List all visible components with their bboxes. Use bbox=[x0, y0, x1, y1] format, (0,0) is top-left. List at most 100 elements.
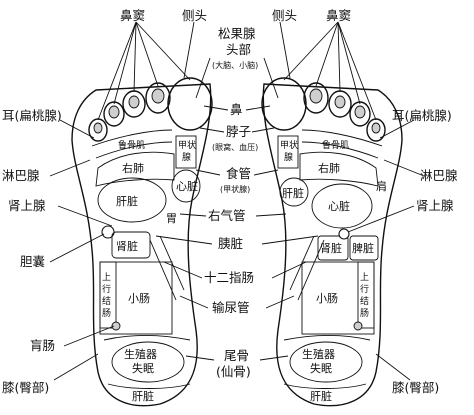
right-ascending-3: 结 bbox=[360, 295, 369, 307]
left-lunggu-label: 鲁骨肌 bbox=[118, 139, 145, 151]
left-ureter-line bbox=[149, 239, 177, 301]
right-insomnia-label: 失眠 bbox=[310, 362, 332, 375]
lead-shiguan bbox=[195, 169, 279, 176]
left-heart-area bbox=[171, 169, 201, 203]
spleen-area bbox=[349, 235, 379, 261]
label-songguoxian: 松果腺 bbox=[218, 26, 256, 41]
right-ureter-line-2 bbox=[289, 235, 315, 291]
left-eye-ear-strip bbox=[91, 129, 173, 147]
left-toe-2 bbox=[145, 82, 171, 114]
left-liver-area bbox=[97, 177, 167, 223]
right-lung-area bbox=[299, 151, 379, 187]
left-heel-reproductive bbox=[111, 341, 185, 383]
left-toe-4-tip bbox=[108, 105, 120, 119]
label-bidou-right: 鼻窦 bbox=[326, 8, 351, 23]
lead-bi bbox=[203, 105, 271, 111]
label-youqiguan: 右气管 bbox=[208, 208, 246, 223]
left-ureter-line-2 bbox=[159, 235, 185, 291]
left-liver-label: 肝脏 bbox=[116, 195, 138, 208]
lead-xi-right bbox=[375, 353, 411, 381]
right-kidney-area bbox=[317, 235, 349, 261]
right-lung-label: 右肺 bbox=[318, 161, 340, 175]
lead-cetou-right bbox=[279, 21, 291, 79]
label-weigu: 尾骨 bbox=[224, 348, 249, 363]
right-foot-outline bbox=[262, 83, 403, 407]
lead-yizang bbox=[155, 235, 319, 245]
left-foot-outline bbox=[71, 83, 212, 407]
right-ascending-1: 上 bbox=[360, 272, 369, 283]
label-bi: 鼻 bbox=[230, 102, 243, 117]
right-thyroid-area bbox=[277, 135, 299, 169]
right-eye-ear-strip bbox=[301, 129, 383, 147]
left-appendix-dot bbox=[111, 321, 121, 331]
right-heart-area bbox=[311, 183, 373, 229]
label-xi-left: 膝(臀部) bbox=[2, 380, 49, 395]
right-small-intestine-label: 小肠 bbox=[316, 292, 338, 305]
left-lung-area bbox=[95, 151, 175, 187]
left-ascending-1: 上 bbox=[102, 272, 111, 283]
left-heel-bottom-line bbox=[107, 383, 191, 389]
lead-linba-left bbox=[49, 159, 91, 177]
label-er-left: 耳(扁桃腺) bbox=[2, 108, 62, 123]
right-liver-area bbox=[279, 177, 309, 207]
label-danao: (大脑、小脑) bbox=[212, 60, 258, 70]
right-heel-bottom-line bbox=[283, 383, 367, 389]
shoulder-label: 肩 bbox=[376, 179, 387, 193]
left-kidney-area bbox=[111, 231, 151, 259]
lead-er-right bbox=[379, 119, 415, 139]
label-shierzhichang: 十二指肠 bbox=[204, 270, 254, 285]
right-heel-liver-label: 肝脏 bbox=[310, 390, 332, 403]
right-adrenal-dot bbox=[338, 228, 350, 240]
label-shiguan: 食管 bbox=[226, 166, 251, 181]
lead-bidou-left bbox=[97, 21, 191, 121]
label-linba-right: 淋巴腺 bbox=[420, 168, 458, 183]
label-yizang: 胰脏 bbox=[218, 236, 243, 251]
left-toe-4 bbox=[103, 101, 125, 127]
left-thyroid-area bbox=[175, 135, 197, 169]
right-toe-4 bbox=[349, 101, 371, 127]
right-ureter-line bbox=[297, 239, 325, 301]
left-ascending-4: 肠 bbox=[102, 308, 111, 319]
right-toe-2-tip bbox=[309, 88, 323, 104]
label-shuniaoguan: 输尿管 bbox=[212, 300, 250, 315]
label-xiangu: (仙骨) bbox=[216, 364, 251, 379]
right-toe-4-tip bbox=[354, 105, 366, 119]
spleen-label: 脾脏 bbox=[352, 241, 374, 255]
label-linba-left: 淋巴腺 bbox=[2, 168, 40, 183]
outer-labels: 鼻窦 侧头 松果腺 头部 (大脑、小脑) 侧头 鼻窦 耳(扁桃腺) 耳(扁桃腺)… bbox=[2, 8, 458, 395]
left-kidney-label: 肾脏 bbox=[116, 240, 138, 253]
right-ascending-2: 行 bbox=[360, 283, 369, 295]
right-lunggu-label: 鲁骨肌 bbox=[322, 139, 349, 151]
lead-shenshang-right bbox=[347, 205, 415, 233]
lead-songguo bbox=[195, 57, 279, 99]
right-heel-reproductive bbox=[289, 341, 363, 383]
right-reproductive-label: 生殖器 bbox=[302, 347, 335, 361]
lead-xi-left bbox=[53, 353, 99, 381]
label-bidou-left: 鼻窦 bbox=[120, 8, 145, 23]
right-ascending-4: 肠 bbox=[360, 308, 369, 319]
left-thyroid-label-2: 腺 bbox=[182, 151, 191, 163]
lead-bozi bbox=[199, 127, 275, 133]
label-shiguan-sub: (甲状腺) bbox=[220, 184, 250, 194]
label-dannang: 胆囊 bbox=[20, 254, 45, 269]
label-shenshang-left: 肾上腺 bbox=[8, 198, 46, 213]
right-ascending-colon-strip bbox=[357, 261, 375, 329]
left-toe-5-tip bbox=[93, 122, 103, 134]
lead-bidou-right bbox=[283, 21, 377, 121]
right-toe-3-tip bbox=[334, 95, 346, 109]
left-heel-liver-label: 肝脏 bbox=[132, 390, 154, 403]
label-bozi: 脖子 bbox=[226, 124, 251, 139]
left-ascending-2: 行 bbox=[102, 283, 111, 295]
lead-weigu bbox=[185, 355, 289, 361]
label-er-right: 耳(扁桃腺) bbox=[392, 108, 452, 123]
left-gallbladder-dot bbox=[101, 225, 115, 239]
left-foot: 鲁骨肌 右肺 甲状 腺 心脏 肝脏 肾脏 胃 上 行 结 肠 小肠 bbox=[71, 77, 213, 407]
label-toubu: 头部 bbox=[226, 42, 251, 57]
left-thyroid-label-1: 甲状 bbox=[178, 139, 196, 151]
lead-gangchang bbox=[63, 325, 115, 347]
right-toe-2 bbox=[303, 82, 329, 114]
left-insomnia-label: 失眠 bbox=[132, 362, 154, 375]
lead-cetou-left bbox=[183, 21, 195, 79]
left-heart-label: 心脏 bbox=[176, 180, 198, 193]
